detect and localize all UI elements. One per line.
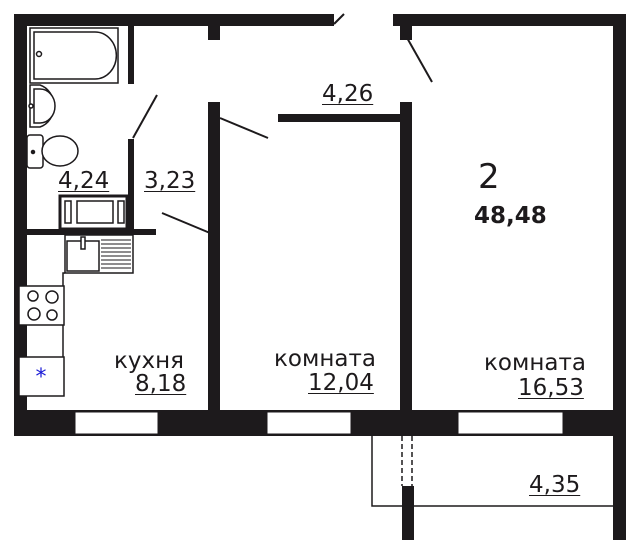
bathroom-fixtures (26, 27, 129, 231)
walls (14, 14, 626, 540)
door-bathroom (132, 94, 158, 139)
doors (132, 13, 433, 234)
top-wall-left (14, 14, 334, 26)
stove-icon (18, 285, 65, 326)
top-wall-right (393, 14, 625, 26)
washing-machine-icon (58, 194, 129, 231)
door-room-2 (405, 35, 433, 83)
hallway-area: 4,26 (322, 81, 374, 107)
room-2-label: комната (484, 350, 586, 376)
total-area: 48,48 (474, 203, 547, 229)
wall-stub (400, 26, 412, 40)
balcony-outline (371, 434, 613, 507)
refrigerator-icon (18, 356, 65, 397)
side-window (618, 247, 626, 295)
window-room-2 (457, 411, 564, 435)
window-kitchen (74, 411, 159, 435)
side-windows (618, 247, 626, 369)
balcony-right-wall (613, 434, 626, 540)
balcony-area: 4,35 (529, 472, 581, 498)
snowflake-icon: * (36, 365, 47, 390)
window-room-1 (266, 411, 352, 435)
door-entrance (333, 13, 345, 25)
hallway-wall (278, 114, 402, 122)
bathroom-area: 4,24 (58, 168, 110, 194)
room-divider-wall (400, 102, 412, 412)
balcony (371, 434, 613, 507)
bathroom-partition (128, 139, 134, 231)
toilet-icon (26, 134, 79, 169)
windows (74, 411, 564, 435)
kitchen-label: кухня (114, 348, 184, 374)
corridor-area: 3,23 (144, 168, 196, 194)
kitchen-area: 8,18 (135, 371, 187, 397)
bathroom-partition (128, 26, 134, 84)
door-room-1 (219, 117, 269, 139)
room-1-label: комната (274, 346, 376, 372)
right-wall (613, 14, 626, 434)
washbasin-icon (28, 84, 56, 128)
bathtub-icon (29, 27, 119, 84)
kitchen-room-wall (208, 102, 220, 412)
room-2-area: 16,53 (518, 375, 584, 401)
counter-edge (62, 272, 65, 286)
balcony-post (402, 486, 414, 540)
left-wall (14, 14, 27, 436)
bath-kitchen-wall (27, 229, 156, 235)
room-1-area: 12,04 (308, 370, 374, 396)
wall-stub (208, 26, 220, 40)
side-window (618, 321, 626, 369)
kitchen-fixtures (18, 234, 134, 397)
kitchen-sink-icon (64, 234, 134, 274)
rooms-count: 2 (478, 157, 500, 197)
door-kitchen (161, 212, 211, 234)
